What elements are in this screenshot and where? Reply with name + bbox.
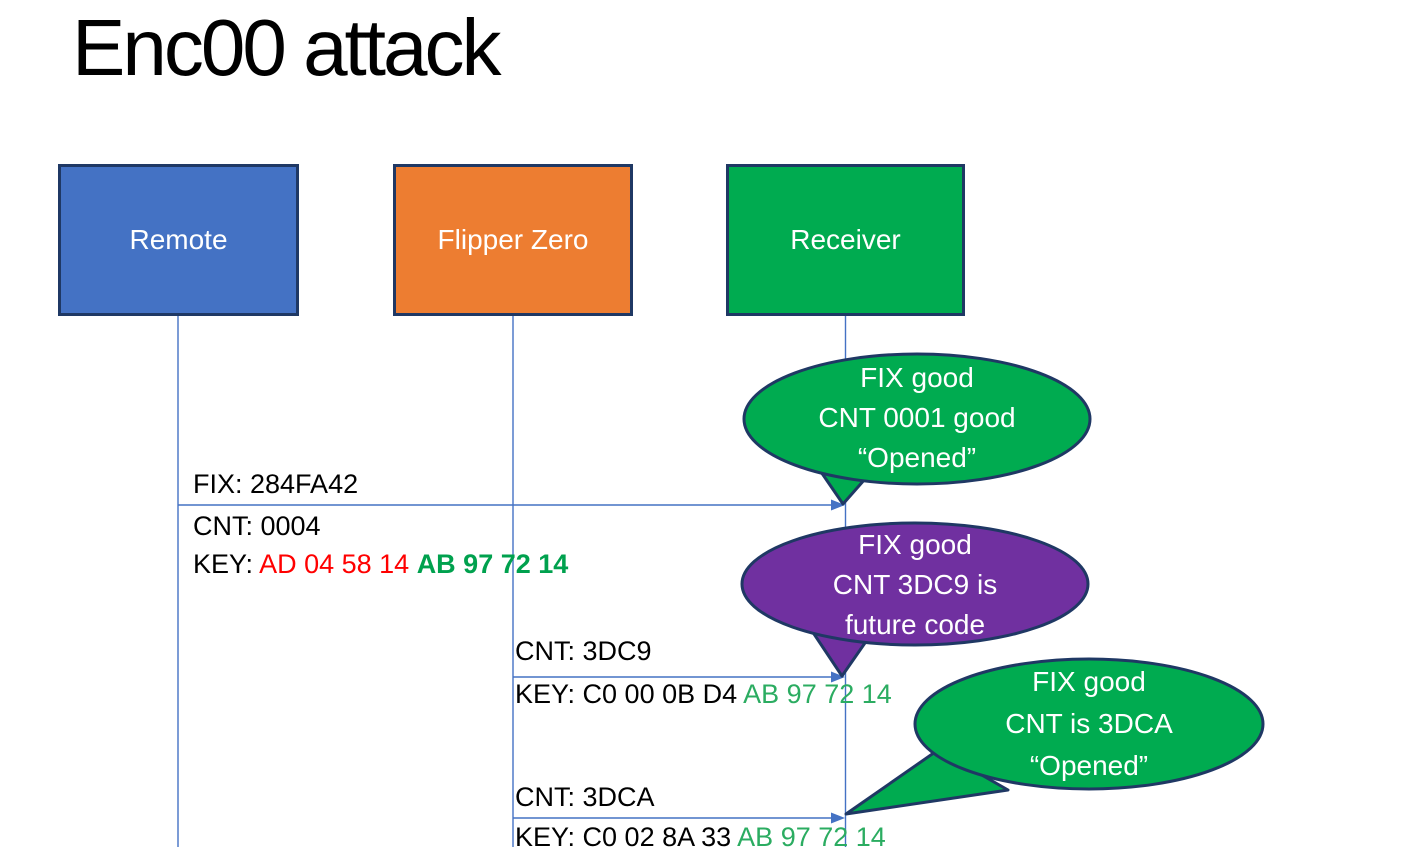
message-1-key-line: KEY: AD 04 58 14 AB 97 72 14 — [193, 549, 569, 579]
message-arrow-1 — [178, 499, 845, 511]
callout-1-line-3: “Opened” — [857, 442, 977, 473]
callout-1-line-1: FIX good — [860, 362, 974, 393]
arrowhead-icon — [831, 671, 845, 683]
callout-1-line-2: CNT 0001 good — [818, 402, 1016, 433]
message-arrow-2 — [513, 671, 845, 683]
callout-3-text: FIX good CNT is 3DCA “Opened” — [916, 661, 1262, 787]
callout-2-line-1: FIX good — [858, 529, 972, 560]
actor-box-flipper-zero: Flipper Zero — [393, 164, 633, 316]
message-arrow-3 — [513, 812, 845, 824]
callout-bubble-1 — [742, 352, 1092, 506]
callout-bubble-2 — [740, 521, 1090, 678]
callout-2-line-2: CNT 3DC9 is — [832, 569, 998, 600]
message-1-fix-line: FIX: 284FA42 — [193, 469, 359, 499]
page-title: Enc00 attack — [72, 3, 501, 92]
message-1-cnt-line: CNT: 0004 — [193, 511, 321, 541]
message-3-cnt-line: CNT: 3DCA — [515, 782, 655, 812]
callout-2-line-3: future code — [844, 609, 986, 640]
actor-label-flipper-zero: Flipper Zero — [437, 224, 589, 255]
actor-box-remote: Remote — [58, 164, 299, 316]
message-3-key-line: KEY: C0 02 8A 33 AB 97 72 14 — [515, 822, 886, 852]
actor-box-receiver: Receiver — [726, 164, 965, 316]
callout-3-line-2: CNT is 3DCA — [1005, 708, 1173, 739]
arrowhead-icon — [831, 812, 845, 824]
actor-label-receiver: Receiver — [790, 224, 901, 255]
message-2-key-line: KEY: C0 00 0B D4 AB 97 72 14 — [515, 679, 892, 709]
callout-3-line-1: FIX good — [1032, 666, 1146, 697]
callout-3-line-3: “Opened” — [1029, 750, 1149, 781]
message-2-cnt-line: CNT: 3DC9 — [515, 636, 652, 666]
callout-bubble-3 — [844, 657, 1265, 816]
arrowhead-icon — [831, 499, 845, 511]
actor-label-remote: Remote — [129, 224, 228, 255]
callout-1-text: FIX good CNT 0001 good “Opened” — [744, 357, 1090, 479]
callout-2-text: FIX good CNT 3DC9 is future code — [742, 525, 1088, 645]
